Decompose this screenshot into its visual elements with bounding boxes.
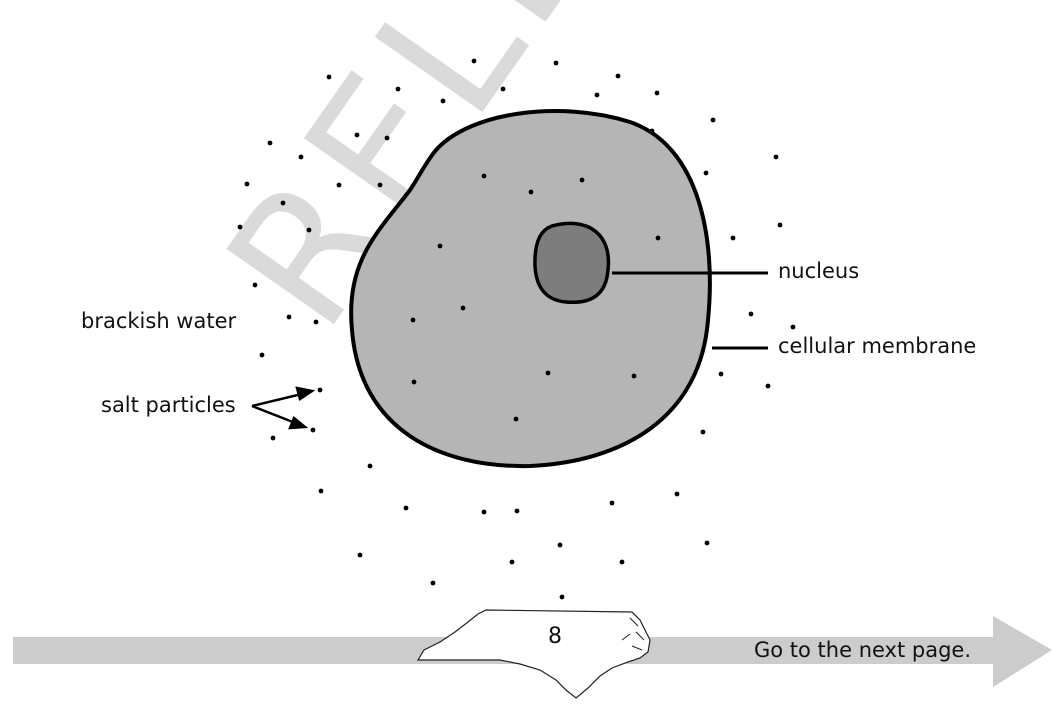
salt-particle-dot — [773, 154, 779, 160]
salt-particle-dot — [718, 371, 724, 377]
salt-particle-dot — [513, 416, 519, 422]
salt-particle-dot — [674, 491, 680, 497]
next-page-text: Go to the next page. — [754, 638, 972, 662]
salt-particle-dot — [326, 74, 332, 80]
salt-particle-dot — [460, 305, 466, 311]
salt-particle-dot — [280, 200, 286, 206]
salt-particle-dot — [545, 370, 551, 376]
salt-particle-dot — [703, 170, 709, 176]
salt-particle-dot — [437, 243, 443, 249]
salt-particles-label: salt particles — [101, 393, 236, 417]
salt-particle-dot — [710, 117, 716, 123]
salt-arrows — [251, 386, 316, 430]
salt-particle-dot — [500, 86, 506, 92]
salt-particle-dot — [395, 86, 401, 92]
salt-particle-dot — [471, 58, 477, 64]
salt-particle-dot — [609, 500, 615, 506]
salt-particles — [237, 58, 796, 600]
salt-particle-dot — [790, 324, 796, 330]
salt-particle-dot — [514, 508, 520, 514]
salt-particle-dot — [704, 540, 710, 546]
salt-particle-dot — [559, 594, 565, 600]
salt-particle-dot — [553, 60, 559, 66]
nucleus — [533, 221, 611, 305]
salt-particle-dot — [306, 227, 312, 233]
salt-particle-dot — [619, 559, 625, 565]
salt-particle-dot — [649, 128, 655, 134]
salt-particle-dot — [298, 154, 304, 160]
salt-particle-dot — [318, 488, 324, 494]
salt-particle-dot — [317, 387, 323, 393]
salt-particle-dot — [286, 314, 292, 320]
nucleus-label: nucleus — [778, 259, 860, 283]
salt-particle-dot — [259, 352, 265, 358]
salt-particle-dot — [440, 98, 446, 104]
salt-particle-dot — [411, 379, 417, 385]
state-outline-icon — [416, 609, 651, 699]
cellular-membrane-label: cellular membrane — [778, 334, 977, 358]
salt-particle-dot — [313, 319, 319, 325]
salt-particle-dot — [631, 373, 637, 379]
salt-particle-dot — [267, 140, 273, 146]
salt-particle-dot — [252, 282, 258, 288]
brackish-water-label: brackish water — [81, 309, 237, 333]
salt-particle-dot — [481, 509, 487, 515]
salt-particle-dot — [700, 429, 706, 435]
cell-body — [349, 109, 712, 469]
salt-particle-dot — [615, 73, 621, 79]
salt-particle-dot — [367, 463, 373, 469]
salt-particle-dot — [403, 505, 409, 511]
salt-particle-dot — [357, 552, 363, 558]
salt-particle-dot — [430, 580, 436, 586]
salt-particle-dot — [509, 559, 515, 565]
salt-particle-dot — [579, 177, 585, 183]
salt-particle-dot — [654, 90, 660, 96]
salt-particle-dot — [410, 317, 416, 323]
salt-particle-dot — [594, 92, 600, 98]
salt-particle-dot — [528, 189, 534, 195]
salt-particle-dot — [377, 182, 383, 188]
salt-particle-dot — [237, 224, 243, 230]
salt-particle-dot — [481, 173, 487, 179]
salt-particle-dot — [777, 222, 783, 228]
salt-particle-dot — [730, 235, 736, 241]
salt-particle-dot — [655, 235, 661, 241]
page-number: 8 — [548, 624, 562, 649]
salt-particle-dot — [244, 181, 250, 187]
salt-particle-dot — [336, 182, 342, 188]
salt-particle-dot — [748, 311, 754, 317]
salt-particle-dot — [765, 383, 771, 389]
salt-particle-dot — [354, 132, 360, 138]
salt-particle-dot — [557, 542, 563, 548]
state-coast-detail — [621, 617, 645, 651]
salt-particle-dot — [310, 427, 316, 433]
salt-particle-dot — [270, 435, 276, 441]
salt-particle-dot — [384, 135, 390, 141]
